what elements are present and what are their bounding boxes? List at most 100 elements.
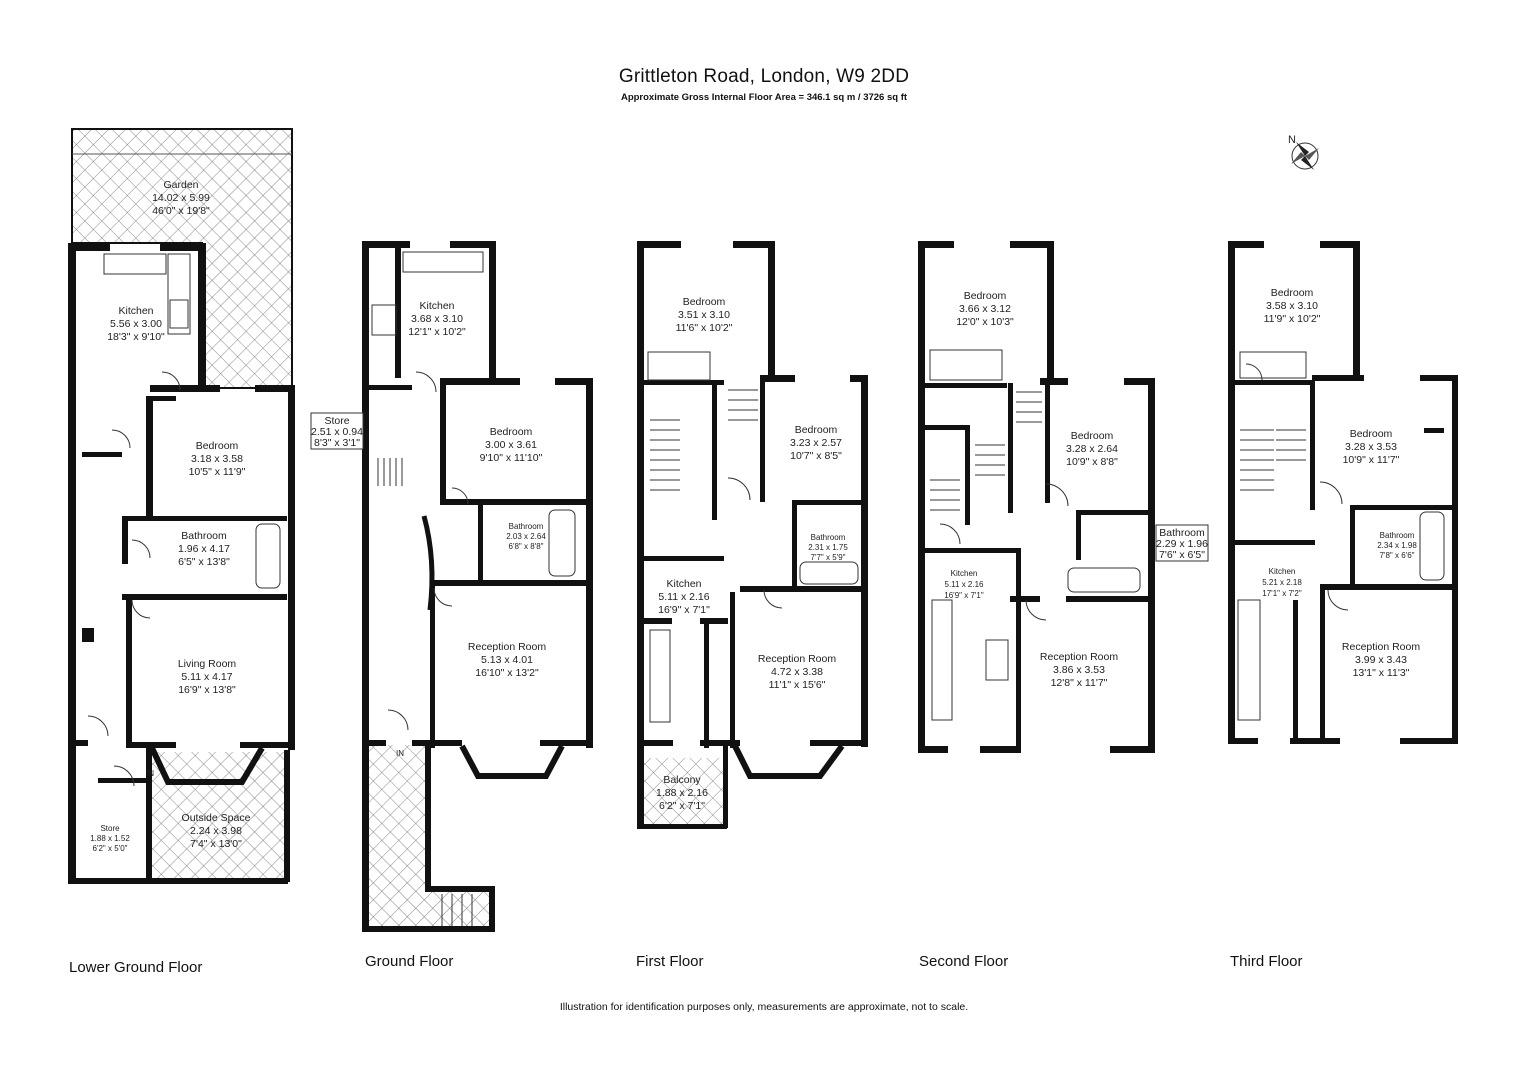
room-metric: 4.72 x 3.38 — [771, 666, 823, 678]
room-imperial: 6'5" x 13'8" — [178, 556, 230, 568]
room-imperial: 6'8" x 8'8" — [509, 542, 544, 551]
room-name: Bedroom — [964, 290, 1007, 302]
room-imperial: 8'3" x 3'1" — [314, 437, 360, 449]
room-metric: 2.31 x 1.75 — [808, 543, 848, 552]
second-floor-plan: Bedroom 3.66 x 3.12 12'0" x 10'3" Bedroo… — [918, 241, 1209, 753]
room-metric: 2.29 x 1.96 — [1156, 538, 1208, 550]
room-imperial: 16'9" x 7'1" — [658, 604, 710, 616]
room-metric: 3.28 x 2.64 — [1066, 443, 1118, 455]
room-metric: 2.34 x 1.98 — [1377, 541, 1417, 550]
room-name: Store — [324, 415, 349, 427]
room-metric: 5.13 x 4.01 — [481, 654, 533, 666]
room-imperial: 10'9" x 8'8" — [1066, 456, 1118, 468]
room-metric: 3.00 x 3.61 — [485, 439, 537, 451]
room-name: Bathroom — [181, 530, 227, 542]
floor-label-third: Third Floor — [1230, 953, 1303, 970]
disclaimer: Illustration for identification purposes… — [559, 1001, 969, 1013]
room-metric: 2.03 x 2.64 — [506, 532, 546, 541]
entrance-label: IN — [396, 749, 404, 758]
room-name: Garden — [163, 179, 198, 191]
room-imperial: 9'10" x 11'10" — [480, 452, 543, 464]
third-floor-plan: Bedroom 3.58 x 3.10 11'9" x 10'2" Bedroo… — [1228, 241, 1458, 744]
room-name: Reception Room — [758, 653, 836, 665]
room-metric: 14.02 x 5.99 — [152, 192, 210, 204]
room-metric: 3.66 x 3.12 — [959, 303, 1011, 315]
room-imperial: 6'2" x 5'0" — [93, 844, 128, 853]
compass-icon: N — [1288, 134, 1319, 170]
room-imperial: 11'6" x 10'2" — [676, 322, 733, 334]
room-name: Bathroom — [1380, 531, 1415, 540]
room-imperial: 11'9" x 10'2" — [1264, 313, 1321, 325]
room-name: Balcony — [663, 774, 701, 786]
first-floor-plan: Bedroom 3.51 x 3.10 11'6" x 10'2" Bedroo… — [637, 241, 868, 829]
room-imperial: 7'8" x 6'6" — [1380, 551, 1415, 560]
room-imperial: 12'1" x 10'2" — [408, 326, 466, 338]
room-imperial: 10'5" x 11'9" — [189, 466, 246, 478]
room-name: Reception Room — [1342, 641, 1420, 653]
room-name: Kitchen — [1269, 567, 1296, 576]
balcony-area — [641, 758, 723, 826]
room-imperial: 16'9" x 7'1" — [944, 591, 984, 600]
room-name: Bathroom — [1159, 527, 1205, 539]
floor-label-second: Second Floor — [919, 953, 1009, 970]
room-name: Bathroom — [509, 522, 544, 531]
room-metric: 3.68 x 3.10 — [411, 313, 463, 325]
room-metric: 3.18 x 3.58 — [191, 453, 243, 465]
floor-label-ground: Ground Floor — [365, 953, 454, 970]
room-imperial: 7'4" x 13'0" — [190, 838, 242, 850]
floor-area-subtitle: Approximate Gross Internal Floor Area = … — [620, 92, 908, 103]
room-name: Kitchen — [951, 569, 978, 578]
room-metric: 3.51 x 3.10 — [678, 309, 730, 321]
room-metric: 5.11 x 4.17 — [181, 671, 232, 683]
room-name: Bedroom — [1350, 428, 1393, 440]
room-imperial: 7'6" x 6'5" — [1159, 549, 1205, 561]
room-name: Reception Room — [1040, 651, 1118, 663]
room-name: Bathroom — [811, 533, 846, 542]
room-metric: 5.11 x 2.16 — [945, 580, 985, 589]
page-title: Grittleton Road, London, W9 2DD — [618, 66, 910, 87]
floor-label-first: First Floor — [636, 953, 704, 970]
room-name: Bedroom — [795, 424, 838, 436]
room-imperial: 6'2" x 7'1" — [659, 800, 705, 812]
room-imperial: 10'9" x 11'7" — [1343, 454, 1400, 466]
floor-label-lower-ground: Lower Ground Floor — [69, 959, 203, 976]
room-name: Bedroom — [490, 426, 533, 438]
room-metric: 3.58 x 3.10 — [1266, 300, 1318, 312]
garden-area — [71, 128, 293, 389]
room-name: Kitchen — [419, 300, 454, 312]
room-metric: 3.23 x 2.57 — [790, 437, 842, 449]
room-name: Bedroom — [1071, 430, 1114, 442]
room-imperial: 12'0" x 10'3" — [956, 316, 1014, 328]
room-metric: 5.56 x 3.00 — [110, 318, 162, 330]
room-metric: 3.99 x 3.43 — [1355, 654, 1407, 666]
room-metric: 1.96 x 4.17 — [178, 543, 230, 555]
room-metric: 1.88 x 2.16 — [656, 787, 708, 799]
room-name: Bedroom — [1271, 287, 1314, 299]
room-imperial: 13'1" x 11'3" — [1353, 667, 1410, 679]
room-name: Outside Space — [182, 812, 251, 824]
room-imperial: 46'0" x 19'8" — [152, 205, 210, 217]
room-name: Reception Room — [468, 641, 546, 653]
room-name: Kitchen — [118, 305, 153, 317]
room-metric: 3.86 x 3.53 — [1053, 664, 1105, 676]
lower-ground-floor-plan: Garden 14.02 x 5.99 46'0" x 19'8" Kitche… — [68, 128, 295, 884]
room-metric: 1.88 x 1.52 — [90, 834, 130, 843]
room-metric: 5.21 x 2.18 — [1262, 578, 1302, 587]
room-name: Store — [100, 824, 120, 833]
room-name: Kitchen — [666, 578, 701, 590]
room-name: Bedroom — [196, 440, 239, 452]
ground-floor-plan: Store 2.51 x 0.94 8'3" x 3'1" Kitchen 3.… — [310, 241, 593, 932]
room-imperial: 17'1" x 7'2" — [1262, 589, 1302, 598]
room-imperial: 18'3" x 9'10" — [107, 331, 165, 343]
room-imperial: 11'1" x 15'6" — [769, 679, 826, 691]
room-imperial: 12'8" x 11'7" — [1051, 677, 1108, 689]
room-imperial: 16'10" x 13'2" — [475, 667, 539, 679]
entrance-label: IN — [146, 769, 154, 778]
room-name: Bedroom — [683, 296, 726, 308]
compass-label: N — [1288, 134, 1296, 146]
room-imperial: 16'9" x 13'8" — [178, 684, 236, 696]
room-metric: 2.24 x 3.98 — [190, 825, 242, 837]
room-metric: 5.11 x 2.16 — [658, 591, 709, 603]
room-imperial: 10'7" x 8'5" — [790, 450, 842, 462]
